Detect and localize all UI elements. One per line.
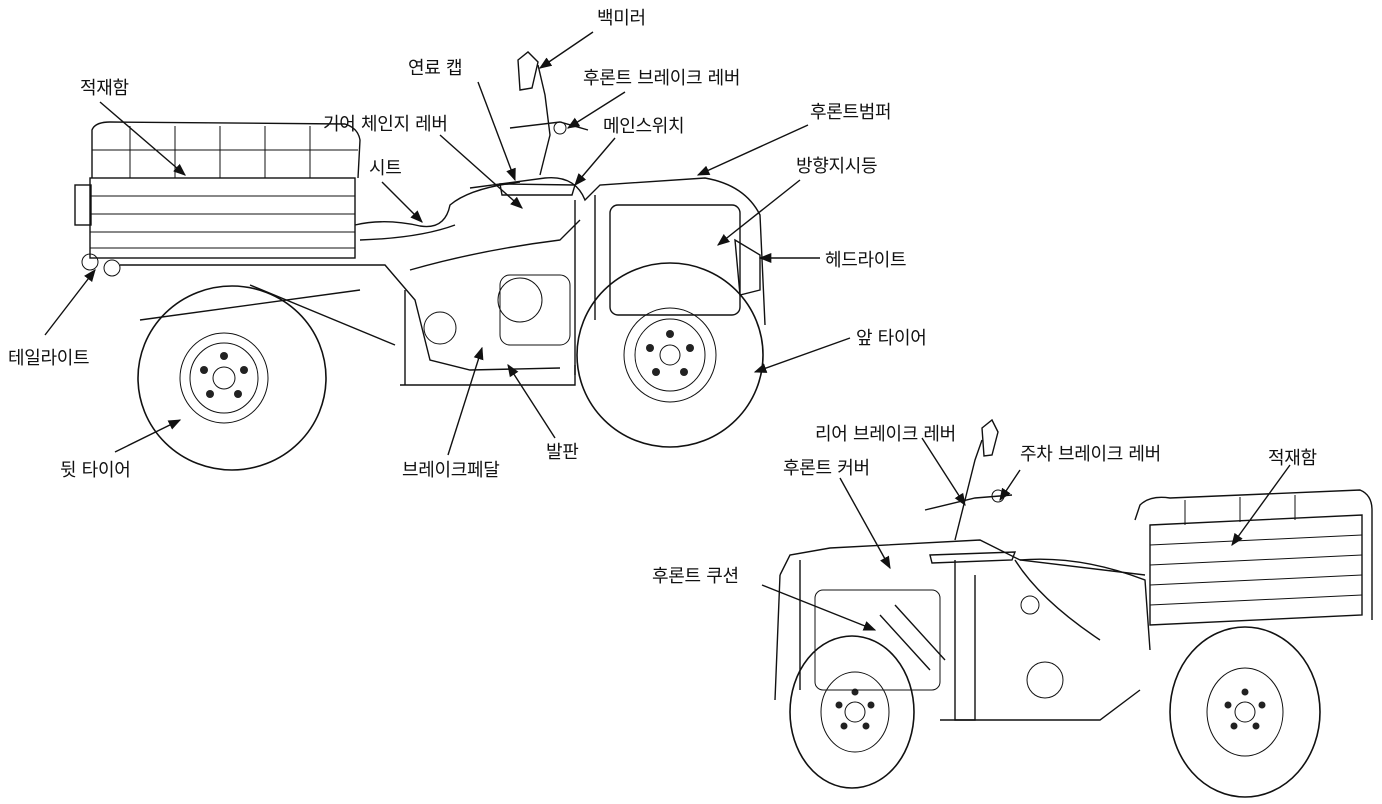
rear-tire-2 — [1169, 626, 1321, 798]
label-front-cushion: 후론트 쿠션 — [652, 566, 739, 587]
seat-side — [354, 181, 521, 228]
label-rear-brake-lever: 리어 브레이크 레버 — [815, 424, 956, 445]
label-footboard: 발판 — [546, 442, 579, 463]
label-turn-signal: 방향지시등 — [796, 156, 878, 177]
label-front-cover: 후론트 커버 — [783, 458, 870, 479]
cargo-box-perspective — [1149, 514, 1363, 626]
front-tire — [576, 262, 764, 448]
label-rear-tire: 뒷 타이어 — [60, 460, 131, 481]
leader-lines — [44, 31, 1291, 631]
rear-tire — [137, 285, 327, 471]
label-fuel-cap: 연료 캡 — [408, 58, 463, 79]
label-mirror: 백미러 — [597, 8, 646, 29]
cargo-box-side — [89, 177, 356, 259]
label-cargo-box-2: 적재함 — [1268, 448, 1317, 469]
label-tail-light: 테일라이트 — [8, 348, 90, 369]
label-cargo-box-1: 적재함 — [80, 78, 129, 99]
label-gear-lever: 기어 체인지 레버 — [323, 114, 448, 135]
label-brake-pedal: 브레이크페달 — [402, 460, 500, 481]
label-main-switch: 메인스위치 — [603, 116, 685, 137]
label-parking-brake-lever: 주차 브레이크 레버 — [1020, 444, 1161, 465]
atv-side-view — [74, 51, 766, 471]
label-front-tire: 앞 타이어 — [856, 328, 927, 349]
front-tire-2 — [789, 635, 915, 789]
label-seat: 시트 — [369, 158, 402, 179]
label-front-brake-lever: 후론트 브레이크 레버 — [583, 68, 741, 89]
label-front-bumper: 후론트범퍼 — [810, 102, 892, 123]
label-headlight: 헤드라이트 — [825, 250, 907, 271]
atv-perspective-view — [774, 418, 1373, 798]
